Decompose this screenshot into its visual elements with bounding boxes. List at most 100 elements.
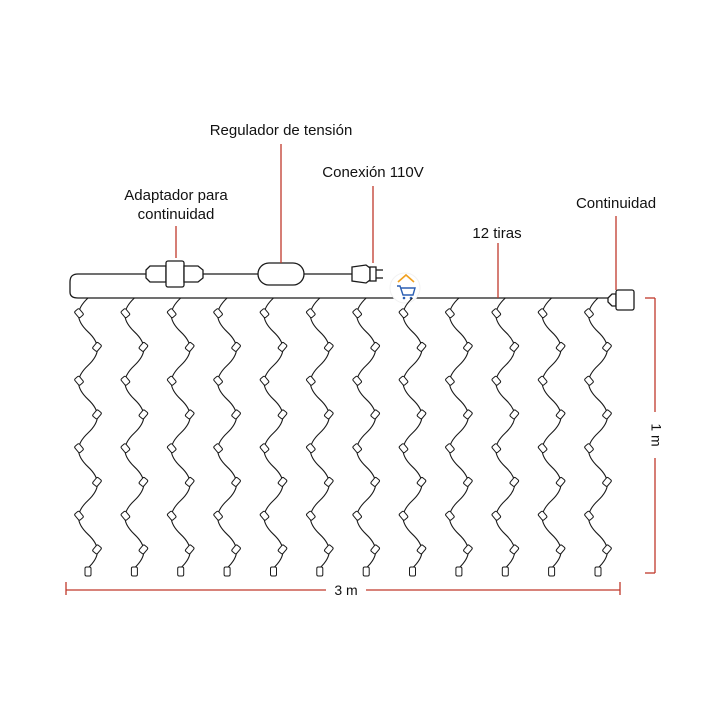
- strand-wire: [78, 297, 98, 569]
- led-bulb: [584, 510, 594, 521]
- continuidad-connector: [607, 289, 635, 311]
- strand-wire: [309, 297, 330, 569]
- led-bulb: [445, 510, 455, 521]
- adaptador-label-line1: Adaptador para: [124, 187, 228, 204]
- led-bulb: [259, 308, 270, 319]
- led-bulb: [352, 308, 362, 319]
- led-bulb: [184, 477, 195, 487]
- led-bulb: [213, 510, 223, 521]
- led-bulb: [306, 308, 316, 319]
- led-bulb: [74, 443, 84, 454]
- continuidad-label: Continuidad: [576, 195, 656, 212]
- led-bulb: [92, 342, 102, 352]
- led-bulb: [352, 443, 362, 454]
- strand-wire: [448, 297, 469, 569]
- led-bulb: [491, 510, 502, 521]
- plug-icon: [351, 264, 383, 284]
- led-bulb: [491, 443, 502, 454]
- led-bulb: [463, 544, 473, 555]
- led-bulb: [537, 443, 548, 454]
- led-bulb: [259, 510, 270, 521]
- led-bulb: [120, 308, 131, 319]
- light-strand: [120, 297, 149, 577]
- width-label: 3 m: [334, 582, 357, 598]
- light-strand: [259, 297, 288, 577]
- led-bulb: [231, 544, 241, 555]
- led-bulb: [370, 477, 380, 487]
- led-bulb: [584, 443, 594, 454]
- light-strand: [445, 297, 473, 577]
- light-strand: [306, 297, 334, 577]
- led-bulb: [509, 342, 520, 352]
- led-bulb-end: [84, 566, 92, 577]
- led-bulb: [231, 342, 241, 352]
- led-bulb-end: [594, 566, 602, 577]
- led-bulb: [537, 308, 548, 319]
- led-bulb: [555, 409, 566, 420]
- led-bulb-end: [548, 566, 556, 577]
- led-bulb-end: [409, 566, 416, 577]
- led-bulb: [398, 375, 409, 386]
- led-bulb: [184, 544, 195, 555]
- light-strand: [352, 297, 380, 577]
- cart-house-icon: [389, 272, 421, 304]
- width-dimension: [65, 582, 621, 595]
- led-bulb: [120, 510, 131, 521]
- led-bulb: [92, 544, 102, 555]
- led-bulb: [537, 510, 548, 521]
- led-bulb: [231, 409, 241, 420]
- led-bulb: [324, 342, 334, 352]
- light-strand: [584, 297, 612, 577]
- led-bulb: [120, 375, 131, 386]
- led-bulb: [416, 544, 427, 555]
- led-bulb-end: [177, 566, 185, 577]
- regulador-label: Regulador de tensión: [210, 122, 353, 139]
- main-cable-bottom: [69, 273, 610, 299]
- led-bulb: [352, 510, 362, 521]
- led-bulb-end: [130, 566, 138, 577]
- led-bulb: [277, 409, 288, 420]
- light-strand: [398, 297, 427, 577]
- led-bulb: [555, 342, 566, 352]
- light-strand: [491, 297, 520, 577]
- led-bulb: [491, 375, 502, 386]
- led-bulb: [166, 443, 177, 454]
- led-bulb: [398, 443, 409, 454]
- led-bulb: [602, 409, 612, 420]
- led-bulb: [184, 409, 195, 420]
- light-strands: [74, 297, 612, 577]
- strand-wire: [356, 297, 377, 569]
- led-bulb: [120, 443, 131, 454]
- led-bulb: [398, 308, 409, 319]
- led-bulb: [555, 544, 566, 555]
- led-bulb: [166, 375, 177, 386]
- led-bulb: [324, 544, 334, 555]
- light-strand: [166, 297, 195, 577]
- led-bulb-end: [316, 566, 324, 577]
- led-bulb: [324, 477, 334, 487]
- led-bulb: [463, 409, 473, 420]
- led-bulb: [306, 375, 316, 386]
- conexion-label: Conexión 110V: [322, 164, 423, 181]
- led-bulb: [324, 409, 334, 420]
- light-strand: [213, 297, 241, 577]
- led-bulb: [74, 375, 84, 386]
- led-bulb: [537, 375, 548, 386]
- led-bulb-end: [362, 566, 370, 577]
- led-bulb: [509, 477, 520, 487]
- led-bulb: [74, 510, 84, 521]
- led-bulb: [277, 544, 288, 555]
- led-bulb: [213, 308, 223, 319]
- led-bulb: [259, 443, 270, 454]
- adaptador-label-line2: continuidad: [138, 206, 215, 223]
- led-bulb: [92, 477, 102, 487]
- strand-wire: [170, 297, 191, 569]
- height-label: 1 m: [648, 423, 664, 446]
- led-bulb: [166, 510, 177, 521]
- led-bulb: [416, 409, 427, 420]
- led-bulb-end: [455, 566, 463, 577]
- led-bulb-end: [223, 566, 231, 577]
- led-bulb: [584, 308, 594, 319]
- strand-wire: [402, 297, 423, 569]
